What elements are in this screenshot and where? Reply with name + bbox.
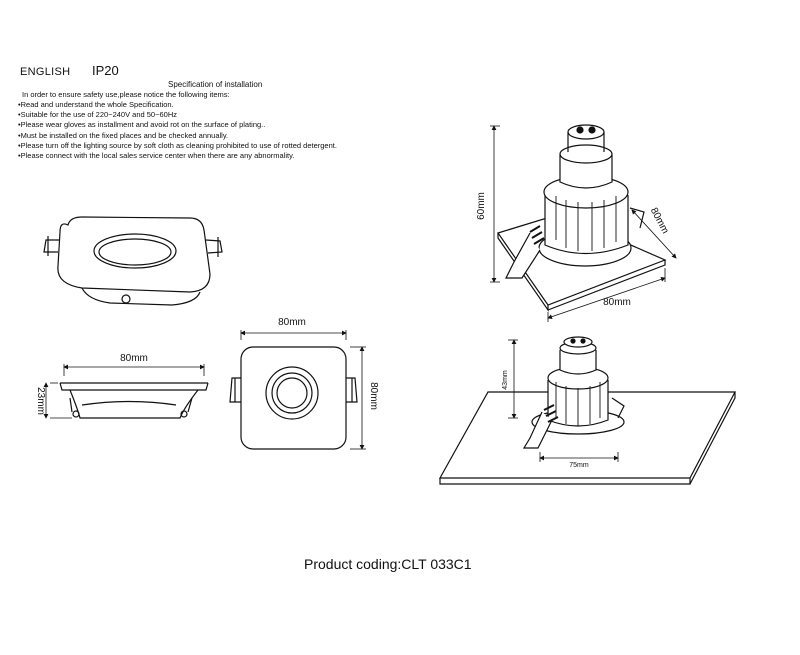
spec-rule: •Must be installed on the fixed places a… (18, 130, 229, 140)
isometric-view (490, 124, 677, 322)
language-label: ENGLISH (20, 66, 71, 78)
spec-rule: •Suitable for the use of 220~240V and 50… (18, 110, 177, 120)
spec-rule: •Please wear gloves as installment and a… (18, 120, 266, 130)
top-height-label: 80mm (368, 382, 379, 410)
install-cutout-label: 75mm (569, 462, 589, 469)
spec-rules-list: •Read and understand the whole Specifica… (18, 100, 337, 161)
install-height-label: 43mm (502, 370, 509, 390)
ip-rating: IP20 (92, 63, 119, 78)
spec-title: Specification of installation (168, 80, 263, 89)
side-width-label: 80mm (120, 353, 148, 364)
spec-rule: •Please connect with the local sales ser… (18, 151, 295, 161)
top-width-label: 80mm (278, 317, 306, 328)
installation-view (438, 336, 736, 485)
trim-perspective-view (43, 216, 223, 306)
side-height-label: 23mm (35, 387, 46, 415)
side-view (43, 364, 209, 419)
product-coding: Product coding:CLT 033C1 (304, 556, 472, 572)
iso-height-label: 60mm (476, 192, 487, 220)
iso-width-label: 80mm (603, 297, 631, 308)
top-view (229, 330, 366, 450)
spec-rule: •Please turn off the lighting source by … (18, 140, 337, 150)
spec-intro: In order to ensure safety use,please not… (22, 90, 230, 99)
spec-rule: •Read and understand the whole Specifica… (18, 100, 174, 109)
